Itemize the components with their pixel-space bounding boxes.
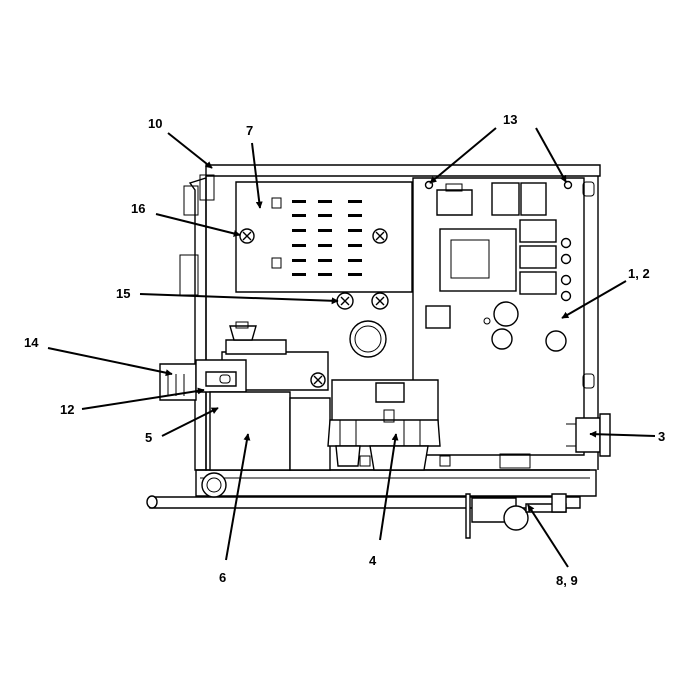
callout-14: 14 (24, 335, 39, 350)
leader-12 (81, 387, 205, 410)
screw-16-right (372, 228, 388, 244)
terminal-plate (235, 181, 413, 293)
screws-15 (336, 292, 389, 358)
callout-5: 5 (145, 430, 152, 445)
leader-6 (225, 433, 251, 561)
terminal-marks (292, 200, 362, 276)
leader-7 (251, 142, 263, 209)
callout-7: 7 (246, 123, 253, 138)
leader-10 (167, 132, 213, 169)
leader-13-left (429, 127, 497, 184)
leader-lines (47, 127, 656, 568)
callout-10: 10 (148, 116, 162, 131)
leader-3 (589, 430, 656, 438)
callout-16: 16 (131, 201, 145, 216)
callout-15: 15 (116, 286, 130, 301)
leader-15 (139, 293, 339, 305)
callout-1-2: 1, 2 (628, 266, 650, 281)
contactor (327, 379, 451, 471)
side-connector (566, 413, 611, 457)
knob-assembly (465, 453, 567, 539)
leader-5 (161, 407, 219, 437)
circuit-board (412, 177, 595, 456)
leader-8-9 (527, 504, 569, 568)
leader-1-2 (561, 280, 627, 319)
leader-13-right (535, 127, 567, 183)
callout-13: 13 (503, 112, 517, 127)
callout-4: 4 (369, 553, 377, 568)
callout-12: 12 (60, 402, 74, 417)
switch-assembly (159, 321, 331, 471)
screw-16-left (239, 228, 255, 244)
leader-4 (379, 433, 399, 541)
callout-labels: 1, 2 3 4 5 6 7 8, 9 10 12 13 14 15 16 (24, 112, 665, 588)
leader-14 (47, 347, 173, 377)
leader-16 (155, 213, 241, 237)
callout-6: 6 (219, 570, 226, 585)
callout-3: 3 (658, 429, 665, 444)
callout-8-9: 8, 9 (556, 573, 578, 588)
